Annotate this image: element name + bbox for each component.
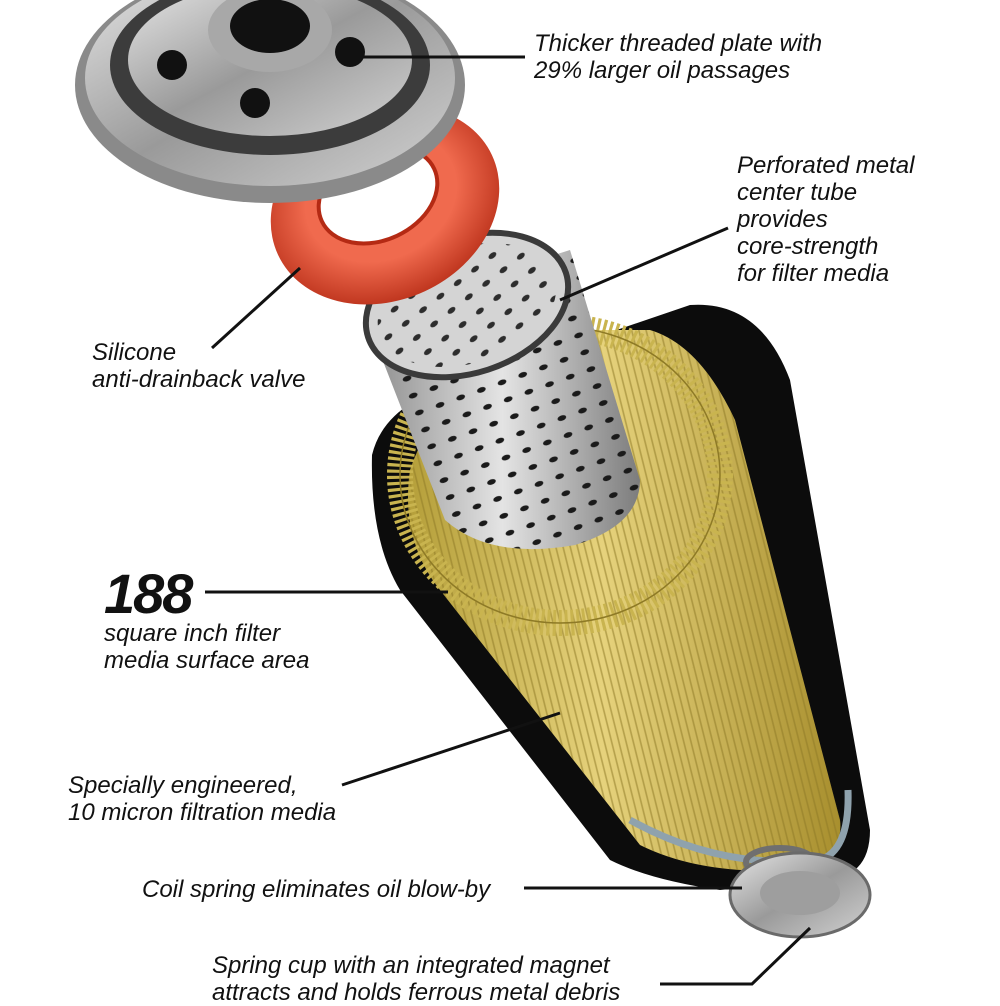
callout-spring-cup-line2: attracts and holds ferrous metal debris (212, 979, 621, 1006)
leader-media (341, 711, 561, 787)
callout-threaded-plate: Thicker threaded plate with 29% larger o… (534, 30, 822, 84)
callout-center-tube: Perforated metal center tube provides co… (737, 152, 914, 287)
callout-center-tube-line3: provides (737, 206, 828, 233)
callout-threaded-plate-line2: 29% larger oil passages (534, 57, 791, 84)
oil-passage-hole (335, 37, 365, 67)
callout-threaded-plate-line1: Thicker threaded plate with (534, 30, 823, 57)
callout-spring-line1: Coil spring eliminates oil blow-by (142, 876, 491, 903)
callout-spring-cup: Spring cup with an integrated magnet att… (212, 952, 620, 1006)
callout-valve: Silicone anti-drainback valve (92, 339, 305, 393)
callout-surface-area-line2: media surface area (104, 647, 310, 674)
leader-valve (210, 266, 302, 350)
callout-surface-area-line1: square inch filter (104, 620, 281, 647)
oil-passage-hole (240, 88, 270, 118)
callout-valve-line1: Silicone (92, 339, 177, 366)
callout-media-line1: Specially engineered, (68, 772, 298, 799)
callout-media-line2: 10 micron filtration media (68, 799, 337, 826)
leader-spring-cup (660, 926, 812, 986)
leader-center-tube (559, 226, 729, 302)
callout-center-tube-line2: center tube (737, 179, 858, 206)
surface-area-number: 188 (104, 562, 193, 625)
callout-valve-line2: anti-drainback valve (92, 366, 306, 393)
callout-center-tube-line5: for filter media (737, 260, 890, 287)
callout-surface-area: square inch filter media surface area (104, 620, 309, 674)
callout-spring-cup-line1: Spring cup with an integrated magnet (212, 952, 610, 979)
callout-spring: Coil spring eliminates oil blow-by (142, 876, 490, 903)
oil-passage-hole (157, 50, 187, 80)
leader-lines (205, 55, 812, 986)
callout-media: Specially engineered, 10 micron filtrati… (68, 772, 336, 826)
callout-center-tube-line4: core-strength (737, 233, 879, 260)
threaded-base-plate (75, 0, 465, 203)
spring-cup-magnet (728, 851, 872, 939)
callout-center-tube-line1: Perforated metal (737, 152, 915, 179)
